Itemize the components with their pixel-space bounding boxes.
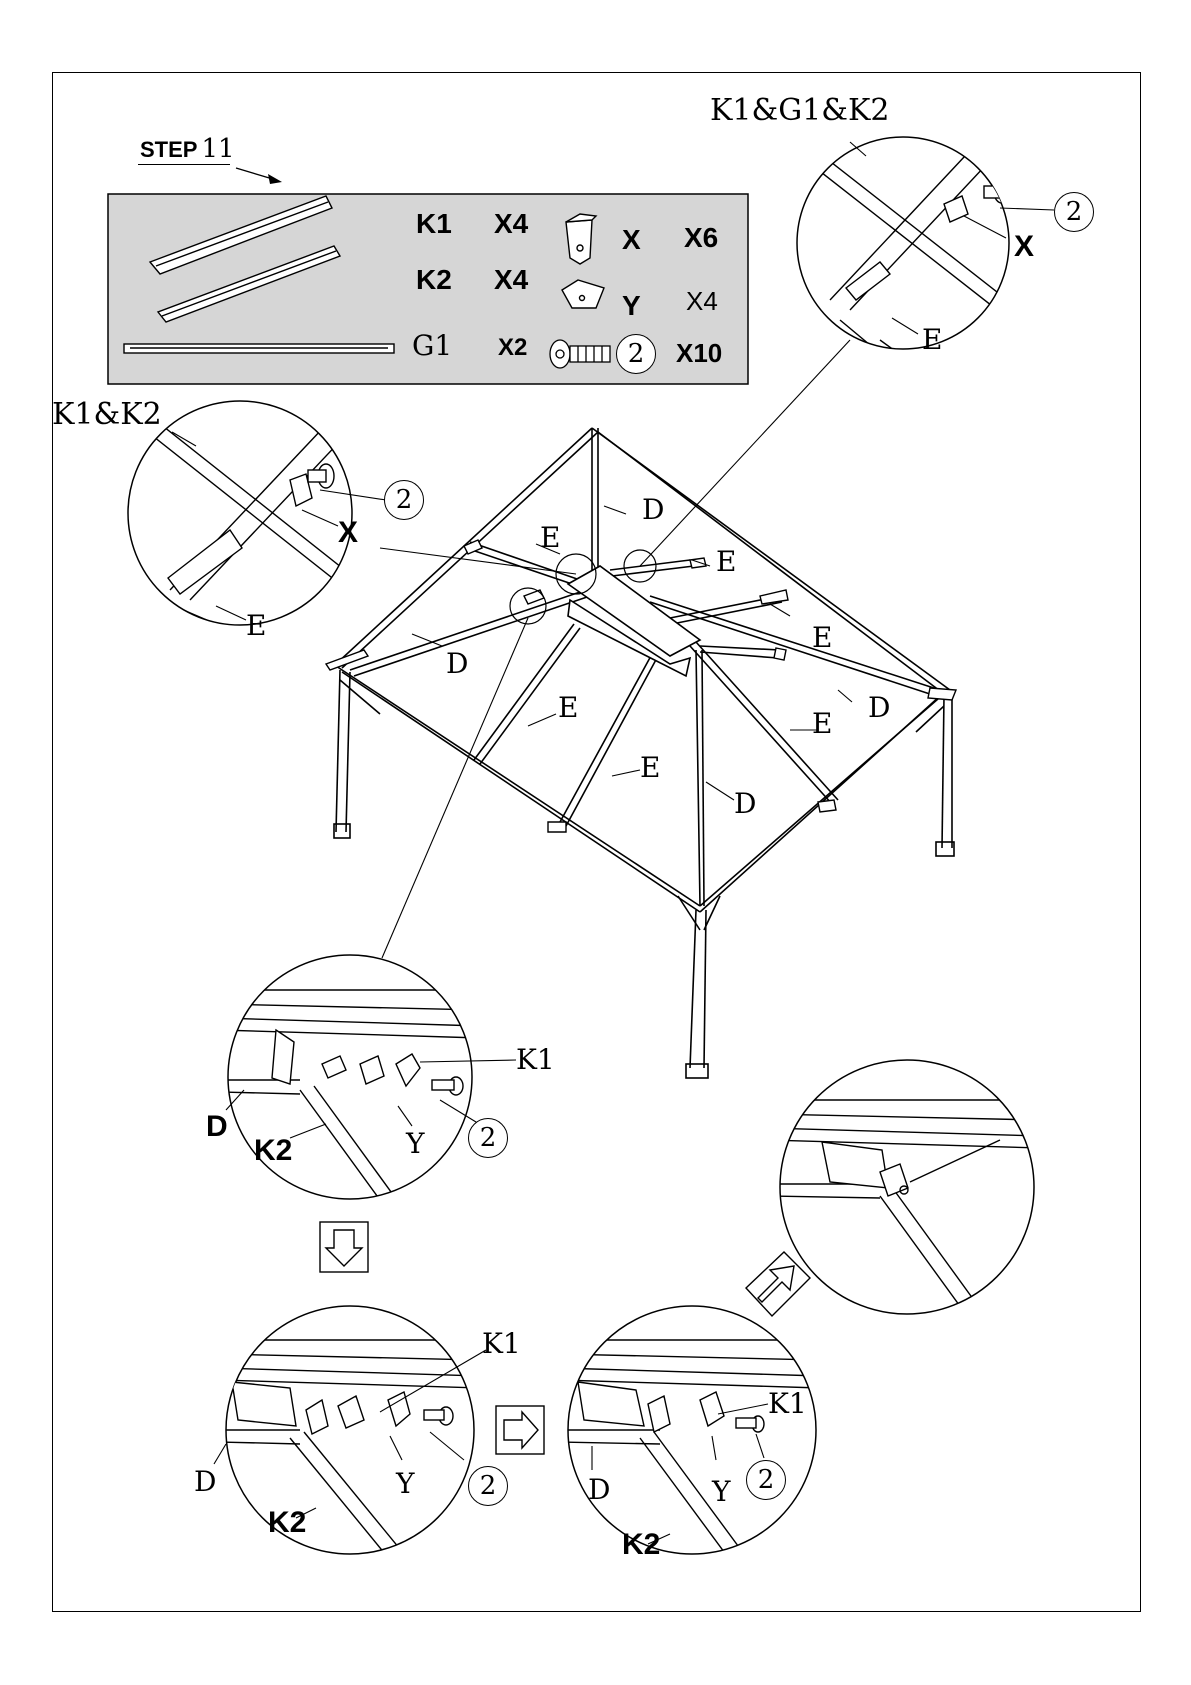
- label-k2-bottom-left: K2: [268, 1508, 306, 1538]
- label-e-right-front: E: [812, 710, 832, 738]
- label-k2-middle: K2: [254, 1136, 292, 1166]
- arrow-down: [320, 1222, 368, 1272]
- label-y-bottom-center: Y: [712, 1478, 730, 1506]
- part-g1-drawing: [124, 344, 394, 353]
- step-word: STEP: [140, 137, 197, 162]
- label-e-upper-left: E: [540, 524, 560, 552]
- part-code-bolt-badge: 2: [616, 334, 656, 374]
- label-d-bottom-center: D: [588, 1476, 610, 1504]
- bolt-badge-bottom-left: 2: [468, 1466, 508, 1506]
- arrow-right: [496, 1406, 544, 1454]
- label-e-right-upper: E: [812, 624, 832, 652]
- part-qty-bolt: X10: [676, 340, 722, 366]
- label-d-center: D: [642, 496, 664, 524]
- label-d-right: D: [868, 694, 890, 722]
- label-d-bottom-left: D: [194, 1468, 216, 1496]
- label-k1-bottom-center: K1: [768, 1390, 807, 1418]
- label-e-upper-right: E: [716, 548, 736, 576]
- label-y-bottom-left: Y: [396, 1470, 414, 1498]
- part-code-k2: K2: [416, 266, 452, 294]
- step-underline: [138, 164, 230, 165]
- part-code-x: X: [622, 226, 641, 254]
- label-d-middle: D: [206, 1112, 228, 1142]
- label-k1-bottom-left: K1: [482, 1330, 521, 1358]
- label-d-left: D: [446, 650, 468, 678]
- label-e-top-right: E: [922, 326, 942, 354]
- detail-circle-left: [128, 401, 352, 625]
- part-qty-x: X6: [684, 224, 718, 252]
- bolt-badge-left: 2: [384, 480, 424, 520]
- part-qty-k1: X4: [494, 210, 528, 238]
- bolt-badge-bottom-center: 2: [746, 1460, 786, 1500]
- part-code-y: Y: [622, 292, 641, 320]
- label-e-front: E: [640, 754, 660, 782]
- part-qty-g1: X2: [498, 336, 527, 360]
- label-e-left-front: E: [558, 694, 578, 722]
- step-pointer-arrowhead: [268, 174, 282, 184]
- arrow-up-right: [746, 1252, 810, 1316]
- label-x-top-right: X: [1014, 232, 1034, 262]
- step-number: 11: [201, 134, 234, 164]
- label-e-left: E: [246, 612, 266, 640]
- detail-circle-top-right: [797, 137, 1009, 349]
- part-qty-y: X4: [686, 288, 718, 314]
- label-x-left: X: [338, 518, 358, 548]
- label-k1-middle: K1: [516, 1046, 555, 1074]
- label-k2-bottom-center: K2: [622, 1530, 660, 1560]
- part-code-g1: G1: [412, 332, 452, 360]
- detail-title-left: K1&K2: [52, 400, 162, 430]
- label-d-front: D: [734, 790, 756, 818]
- part-qty-k2: X4: [494, 266, 528, 294]
- part-code-k1: K1: [416, 210, 452, 238]
- bolt-badge-middle: 2: [468, 1118, 508, 1158]
- detail-title-top-right: K1&G1&K2: [710, 96, 889, 126]
- label-y-middle: Y: [406, 1130, 424, 1158]
- bolt-badge-top-right: 2: [1054, 192, 1094, 232]
